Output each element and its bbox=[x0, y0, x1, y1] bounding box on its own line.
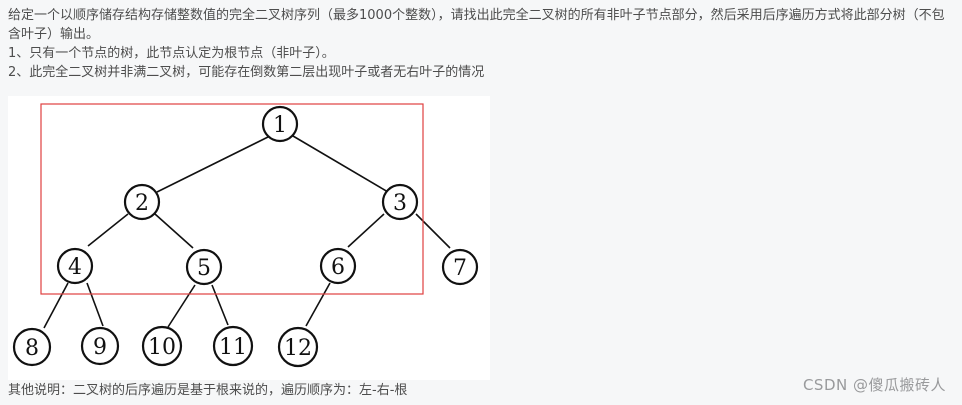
tree-node-8: 8 bbox=[12, 327, 52, 367]
edge-2-4 bbox=[87, 213, 129, 247]
edge-1-3 bbox=[292, 135, 389, 193]
tree-node-label: 2 bbox=[135, 191, 149, 216]
tree-node-label: 4 bbox=[68, 255, 82, 280]
tree-node-label: 9 bbox=[93, 335, 107, 360]
tree-node-label: 11 bbox=[219, 335, 247, 360]
tree-edges bbox=[43, 135, 451, 329]
intro-paragraph: 给定一个以顺序储存结构存储整数值的完全二叉树序列（最多1000个整数），请找出此… bbox=[8, 8, 945, 42]
non-leaf-highlight-box bbox=[40, 103, 424, 295]
edge-3-7 bbox=[415, 213, 451, 249]
tree-node-2: 2 bbox=[123, 183, 161, 221]
tree-node-label: 10 bbox=[148, 335, 176, 360]
edge-3-6 bbox=[347, 213, 385, 248]
tree-node-1: 1 bbox=[261, 105, 299, 143]
tree-node-7: 7 bbox=[441, 248, 479, 286]
tree-node-label: 6 bbox=[331, 255, 345, 280]
edge-2-5 bbox=[154, 213, 194, 249]
tree-node-10: 10 bbox=[141, 325, 183, 367]
tree-node-12: 12 bbox=[277, 326, 319, 368]
tree-node-label: 7 bbox=[453, 256, 467, 281]
edge-1-2 bbox=[156, 135, 271, 193]
rule-1: 1、只有一个节点的树，此节点认定为根节点（非叶子）。 bbox=[8, 46, 335, 61]
tree-node-3: 3 bbox=[381, 183, 419, 221]
edge-4-9 bbox=[86, 282, 104, 327]
edge-5-11 bbox=[211, 284, 229, 326]
tree-node-label: 1 bbox=[273, 113, 287, 138]
tree-node-11: 11 bbox=[212, 325, 254, 367]
postorder-note: 其他说明：二叉树的后序遍历是基于根来说的，遍历顺序为：左-右-根 bbox=[8, 383, 408, 398]
problem-text: 给定一个以顺序储存结构存储整数值的完全二叉树序列（最多1000个整数），请找出此… bbox=[8, 6, 954, 82]
edge-5-10 bbox=[167, 284, 196, 328]
tree-node-5: 5 bbox=[185, 248, 223, 286]
rule-2: 2、此完全二叉树并非满二叉树，可能存在倒数第二层出现叶子或者无右叶子的情况 bbox=[8, 65, 485, 80]
binary-tree-figure: 1 2 3 4 5 6 7 8 bbox=[8, 96, 490, 380]
edge-4-8 bbox=[43, 282, 69, 329]
tree-node-6: 6 bbox=[319, 247, 357, 285]
csdn-watermark: CSDN @傻瓜搬砖人 bbox=[802, 376, 946, 394]
tree-node-label: 12 bbox=[284, 336, 312, 361]
tree-node-label: 5 bbox=[197, 256, 211, 281]
tree-node-label: 8 bbox=[25, 336, 39, 361]
tree-node-9: 9 bbox=[80, 326, 120, 366]
edge-6-12 bbox=[305, 282, 331, 327]
tree-node-label: 3 bbox=[393, 191, 407, 216]
binary-tree-svg: 1 2 3 4 5 6 7 8 bbox=[12, 103, 479, 368]
tree-node-4: 4 bbox=[56, 247, 94, 285]
